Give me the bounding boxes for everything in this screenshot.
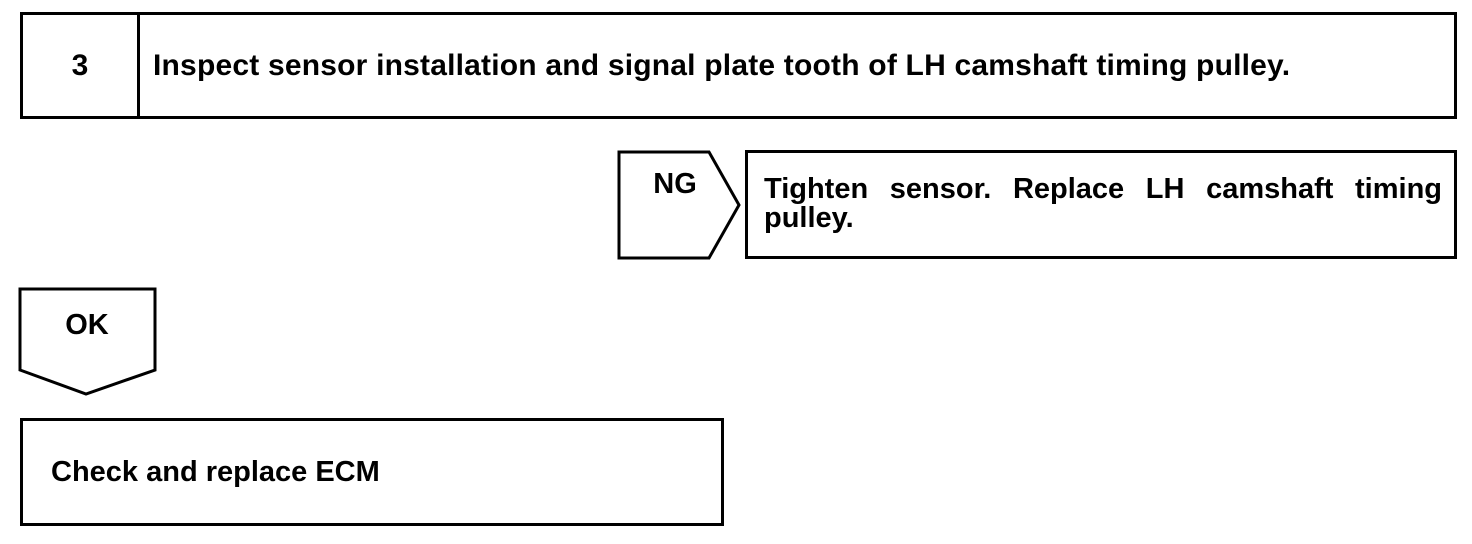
ng-action-box: Tighten sensor. Replace LH camshaft timi… bbox=[745, 150, 1457, 259]
ng-arrow-shape bbox=[617, 150, 741, 260]
step-box: 3 Inspect sensor installation and signal… bbox=[20, 12, 1457, 119]
ng-action-text: Tighten sensor. Replace LH camshaft timi… bbox=[764, 173, 1442, 234]
ok-arrow-shape bbox=[18, 287, 157, 396]
step-number: 3 bbox=[23, 15, 140, 116]
ng-label: NG bbox=[653, 168, 697, 200]
ok-label: OK bbox=[65, 309, 109, 341]
step-title: Inspect sensor installation and signal p… bbox=[153, 48, 1291, 82]
final-action-box: Check and replace ECM bbox=[20, 418, 724, 526]
final-action-text: Check and replace ECM bbox=[51, 455, 380, 488]
